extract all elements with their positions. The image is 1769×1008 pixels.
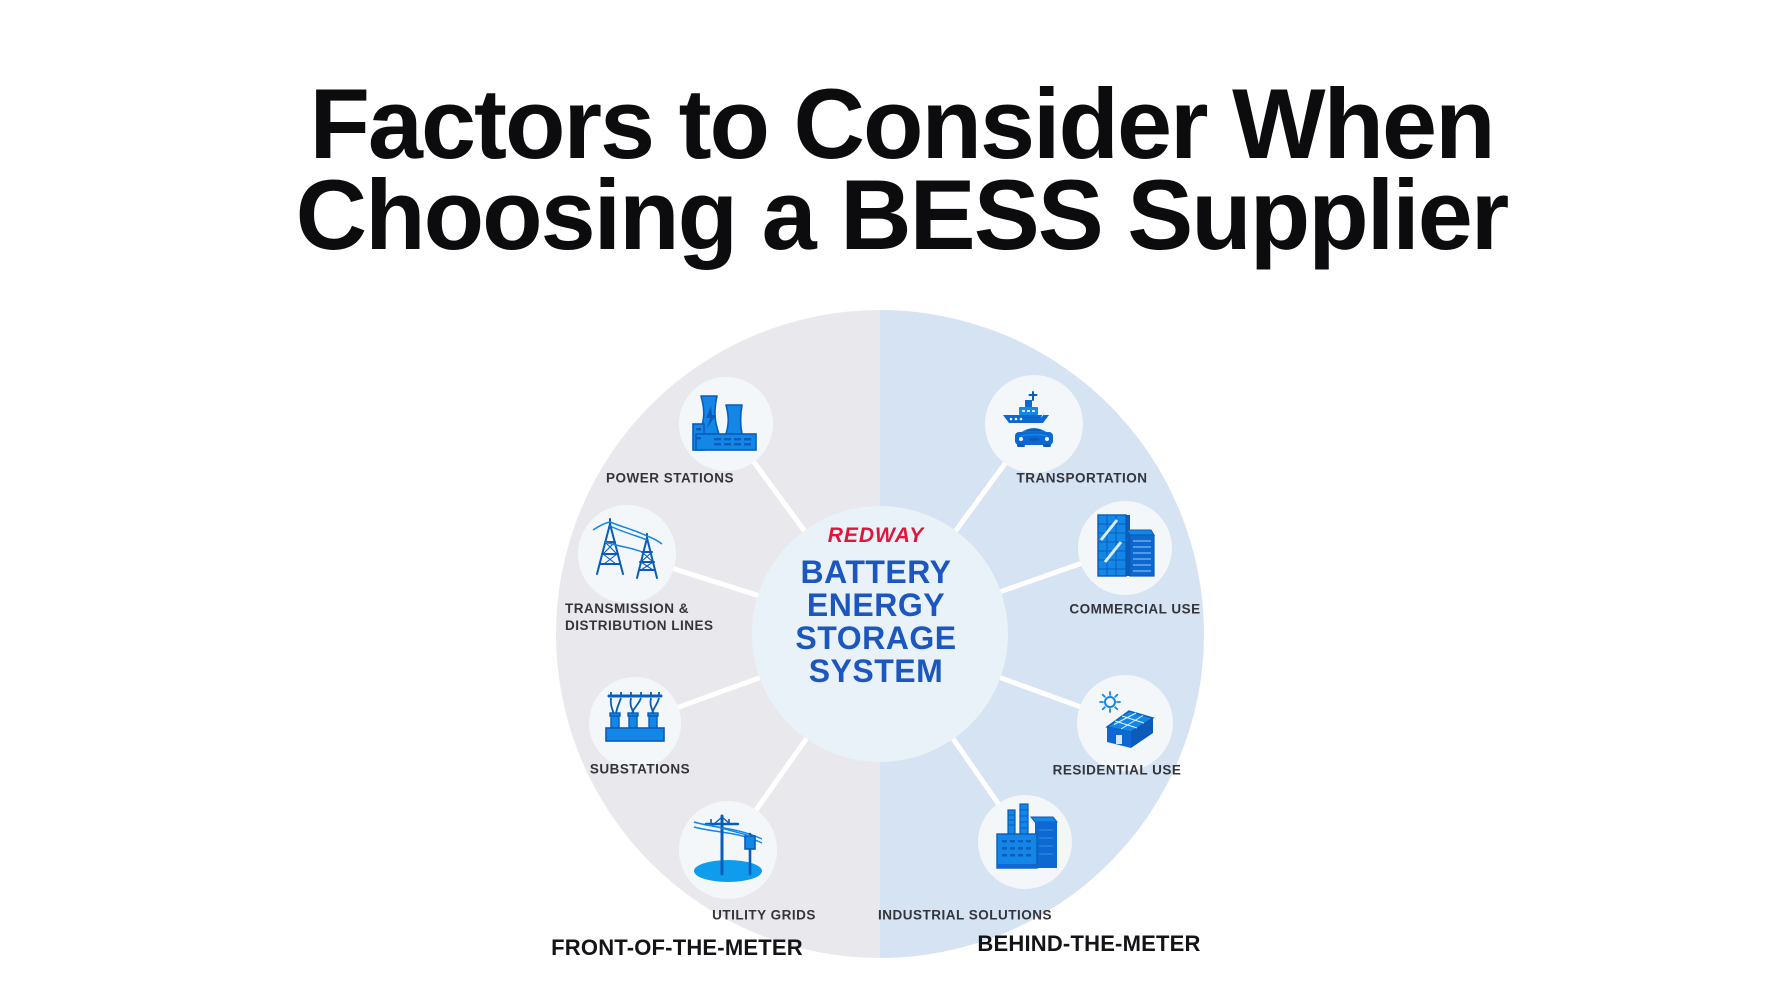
title-line2: Choosing a BESS Supplier [295, 159, 1510, 270]
node-label-industrial-solutions: INDUSTRIAL SOLUTIONS [877, 907, 1053, 923]
node-circle-utility-grids [679, 801, 777, 899]
node-circle-transportation [985, 375, 1083, 473]
power-station-icon [692, 395, 757, 451]
center-circle [752, 506, 1008, 762]
node-label-substations: SUBSTATIONS [589, 761, 691, 777]
behind-the-meter-label: BEHIND-THE-METER [977, 931, 1201, 956]
transmission-towers-icon [592, 518, 663, 579]
center-title-line-battery: BATTERY [800, 554, 952, 590]
node-label-utility-grids: UTILITY GRIDS [712, 907, 816, 923]
factory-icon [996, 803, 1059, 869]
node-label-transmission-distribution-lines: TRANSMISSION & DISTRIBUTION LINES [565, 600, 714, 634]
page-title: Factors to Consider When Choosing a BESS… [0, 68, 1769, 270]
utility-pole-icon [693, 814, 763, 882]
node-label-transportation: TRANSPORTATION [1016, 470, 1148, 486]
substation-icon [605, 692, 665, 742]
circle-left-half [556, 310, 880, 958]
title-line1: Factors to Consider When [309, 68, 1495, 179]
solar-house-icon [1099, 691, 1155, 748]
node-label-power-stations: POWER STATIONS [606, 470, 734, 486]
ship-and-car-icon [1003, 391, 1053, 447]
redway-logo: REDWAY [827, 524, 925, 547]
node-label-transmission-line1: TRANSMISSION & [565, 601, 690, 616]
node-label-residential-use: RESIDENTIAL USE [1052, 762, 1182, 778]
center-title-line-system: SYSTEM [808, 653, 944, 689]
node-label-commercial-use: COMMERCIAL USE [1069, 601, 1201, 617]
circle-right-half [880, 310, 1204, 958]
front-of-the-meter-label: FRONT-OF-THE-METER [551, 935, 803, 960]
node-circle-transmission [578, 505, 676, 603]
node-label-transmission-line2: DISTRIBUTION LINES [565, 618, 714, 633]
center-title: BATTERY ENERGY STORAGE SYSTEM [795, 556, 956, 688]
center-title-line-storage: STORAGE [795, 620, 957, 656]
office-buildings-icon [1097, 514, 1155, 577]
center-title-line-energy: ENERGY [806, 587, 946, 623]
